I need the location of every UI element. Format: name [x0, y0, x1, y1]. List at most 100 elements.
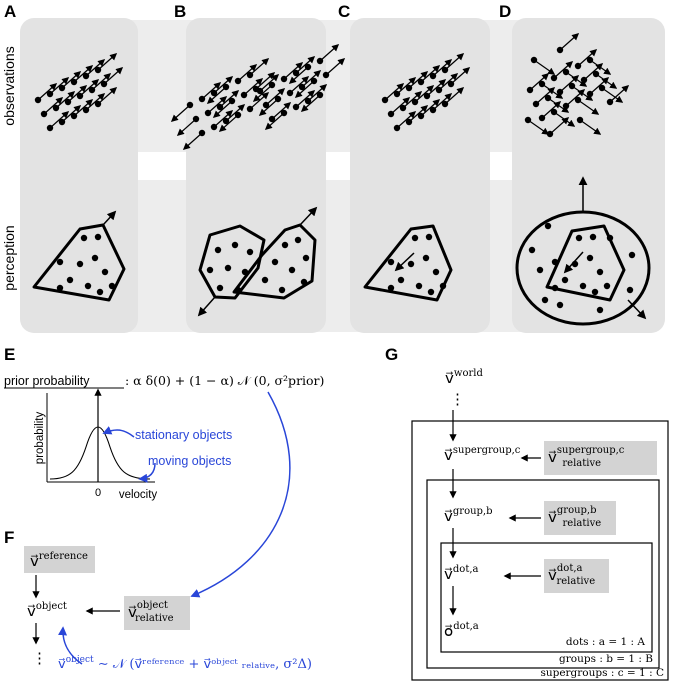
velocity-arrow: [295, 90, 316, 108]
dot: [603, 282, 611, 290]
dot: [586, 254, 594, 262]
dot: [596, 306, 604, 314]
perception-dots-d: [528, 222, 636, 314]
velocity-arrow: [589, 77, 610, 95]
dot: [101, 268, 109, 276]
dot: [568, 82, 576, 90]
velocity-arrow: [529, 73, 550, 91]
dot: [561, 276, 569, 284]
dot: [88, 86, 96, 94]
velocity-arrow: [283, 62, 304, 80]
dot: [556, 88, 564, 96]
velocity-arrow: [450, 67, 471, 85]
plate-label-supergroups: supergroups : c = 1 : C: [540, 667, 664, 679]
velocity-arrow: [259, 74, 280, 92]
dot: [292, 103, 300, 111]
dot: [393, 90, 401, 98]
dot: [598, 84, 606, 92]
dot: [46, 124, 54, 132]
velocity-arrow: [300, 94, 321, 112]
dot: [214, 246, 222, 254]
dot: [405, 118, 413, 126]
velocity-arrow: [420, 99, 441, 117]
velocity-arrow: [201, 82, 222, 100]
velocity-arrow: [91, 73, 112, 91]
dot: [429, 72, 437, 80]
dot: [108, 282, 116, 290]
velocity-arrow: [307, 84, 328, 102]
dot: [423, 92, 431, 100]
velocity-arrow: [237, 64, 258, 82]
dot: [91, 254, 99, 262]
velocity-arrow: [438, 73, 459, 91]
velocity-arrow: [533, 59, 556, 75]
panel-label-f: F: [4, 528, 14, 547]
dot: [204, 109, 212, 117]
velocity-arrow: [601, 87, 624, 103]
velocity-arrow: [73, 65, 94, 83]
velocity-arrow: [609, 85, 630, 103]
velocity-arrow: [67, 85, 88, 103]
velocity-arrow: [271, 102, 292, 120]
dot: [532, 100, 540, 108]
dot: [538, 80, 546, 88]
dot: [310, 77, 318, 85]
velocity-arrow: [264, 112, 285, 130]
dot: [316, 91, 324, 99]
dot: [70, 112, 78, 120]
velocity-arrow: [426, 79, 447, 97]
dot: [234, 111, 242, 119]
velocity-arrow: [414, 85, 435, 103]
dot: [422, 254, 430, 262]
dot: [427, 288, 435, 296]
plate-label-dots: dots : a = 1 : A: [566, 636, 645, 648]
dot: [302, 254, 310, 262]
v-world: v⃗world: [445, 368, 483, 387]
dot: [56, 258, 64, 266]
dot-relative-box: [544, 559, 609, 593]
velocity-arrow: [402, 91, 423, 109]
dot: [592, 70, 600, 78]
velocity-arrow: [294, 80, 315, 98]
velocity-arrow: [396, 111, 417, 129]
observation-dots-d: [524, 33, 630, 138]
dot: [407, 260, 415, 268]
velocity-arrow: [301, 70, 322, 88]
velocity-arrow: [549, 117, 570, 135]
dot: [397, 276, 405, 284]
dot: [574, 96, 582, 104]
dot: [626, 286, 634, 294]
dot: [228, 97, 236, 105]
dot: [94, 233, 102, 241]
velocity-arrow: [219, 90, 240, 108]
dot: [586, 90, 594, 98]
dot: [100, 80, 108, 88]
dot: [281, 241, 289, 249]
dot: [432, 268, 440, 276]
dot: [441, 100, 449, 108]
dot: [429, 106, 437, 114]
dot: [224, 264, 232, 272]
velocity-arrow: [97, 53, 118, 71]
velocity-arrow: [170, 104, 191, 122]
dot: [206, 266, 214, 274]
velocity-arrow: [583, 63, 604, 81]
velocity-arrow: [265, 88, 286, 106]
dot: [393, 124, 401, 132]
dot: [198, 95, 206, 103]
dot: [58, 118, 66, 126]
dot: [82, 72, 90, 80]
dot: [66, 276, 74, 284]
velocity-arrow: [55, 91, 76, 109]
dot: [186, 101, 194, 109]
dot: [268, 81, 276, 89]
observation-dots-b: [170, 44, 346, 150]
panel-label-d: D: [499, 2, 511, 21]
dot: [294, 236, 302, 244]
velocity-arrow: [390, 97, 411, 115]
dot: [425, 233, 433, 241]
